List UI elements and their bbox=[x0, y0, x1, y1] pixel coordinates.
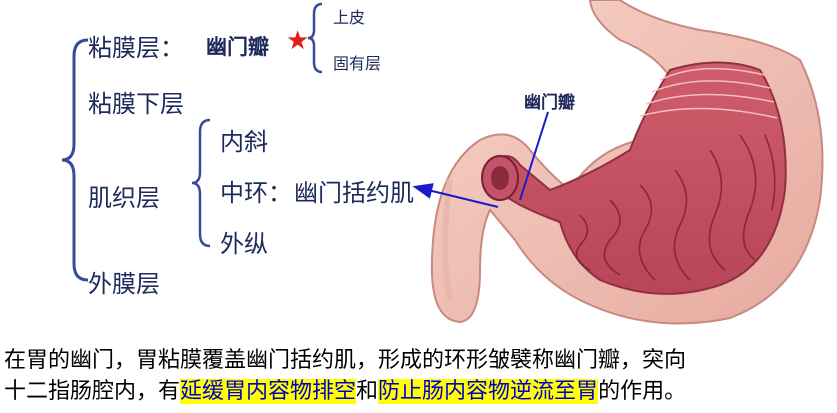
epithelium-label: 上皮 bbox=[333, 8, 366, 27]
caption-and: 和 bbox=[356, 379, 379, 404]
caption-highlight-1: 延缓胃内容物排空 bbox=[180, 379, 357, 404]
star-icon: ★ bbox=[286, 26, 310, 56]
mucosa-label: 粘膜层： bbox=[88, 34, 184, 62]
muscularis-label: 肌织层 bbox=[88, 184, 160, 212]
stomach-illustration bbox=[430, 0, 824, 325]
muscularis-brace bbox=[191, 118, 211, 248]
main-brace bbox=[61, 38, 89, 282]
serosa-label: 外膜层 bbox=[88, 270, 160, 298]
middle-circular-label: 中环： bbox=[220, 179, 292, 207]
pyloric-sphincter-label: 幽门括约肌 bbox=[294, 179, 414, 207]
mucosa-brace bbox=[307, 2, 323, 74]
figure-label-pyloric-valve: 幽门瓣 bbox=[524, 93, 575, 113]
caption-suffix: 的作用。 bbox=[598, 379, 687, 404]
caption-line-2: 十二指肠腔内，有延缓胃内容物排空和防止肠内容物逆流至胃的作用。 bbox=[4, 377, 834, 407]
pyloric-valve-label: 幽门瓣 bbox=[206, 35, 269, 59]
inner-oblique-label: 内斜 bbox=[220, 128, 268, 156]
submucosa-label: 粘膜下层 bbox=[88, 90, 184, 118]
caption-prefix: 十二指肠腔内，有 bbox=[4, 379, 181, 404]
lamina-propria-label: 固有层 bbox=[333, 54, 382, 73]
caption-highlight-2: 防止肠内容物逆流至胃 bbox=[378, 379, 599, 404]
caption-line-1: 在胃的幽门，胃粘膜覆盖幽门括约肌，形成的环形皱襞称幽门瓣，突向 bbox=[4, 346, 834, 376]
outer-longitudinal-label: 外纵 bbox=[220, 230, 268, 258]
caption-text-1: 在胃的幽门，胃粘膜覆盖幽门括约肌，形成的环形皱襞称幽门瓣，突向 bbox=[4, 348, 687, 373]
